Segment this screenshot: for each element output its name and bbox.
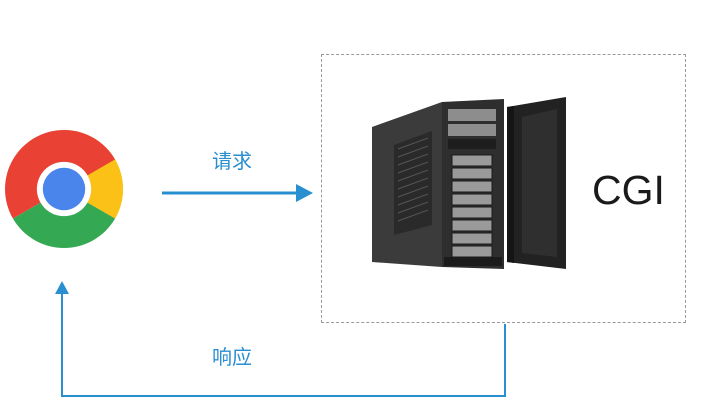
cgi-label: CGI: [592, 167, 665, 213]
request-label: 请求: [212, 149, 252, 173]
server-tower-icon: [372, 97, 566, 269]
chrome-browser-icon: [5, 130, 123, 248]
response-label: 响应: [212, 345, 252, 369]
request-arrow: [162, 184, 313, 202]
response-arrow: [55, 281, 506, 397]
server-container-box: [321, 54, 686, 323]
